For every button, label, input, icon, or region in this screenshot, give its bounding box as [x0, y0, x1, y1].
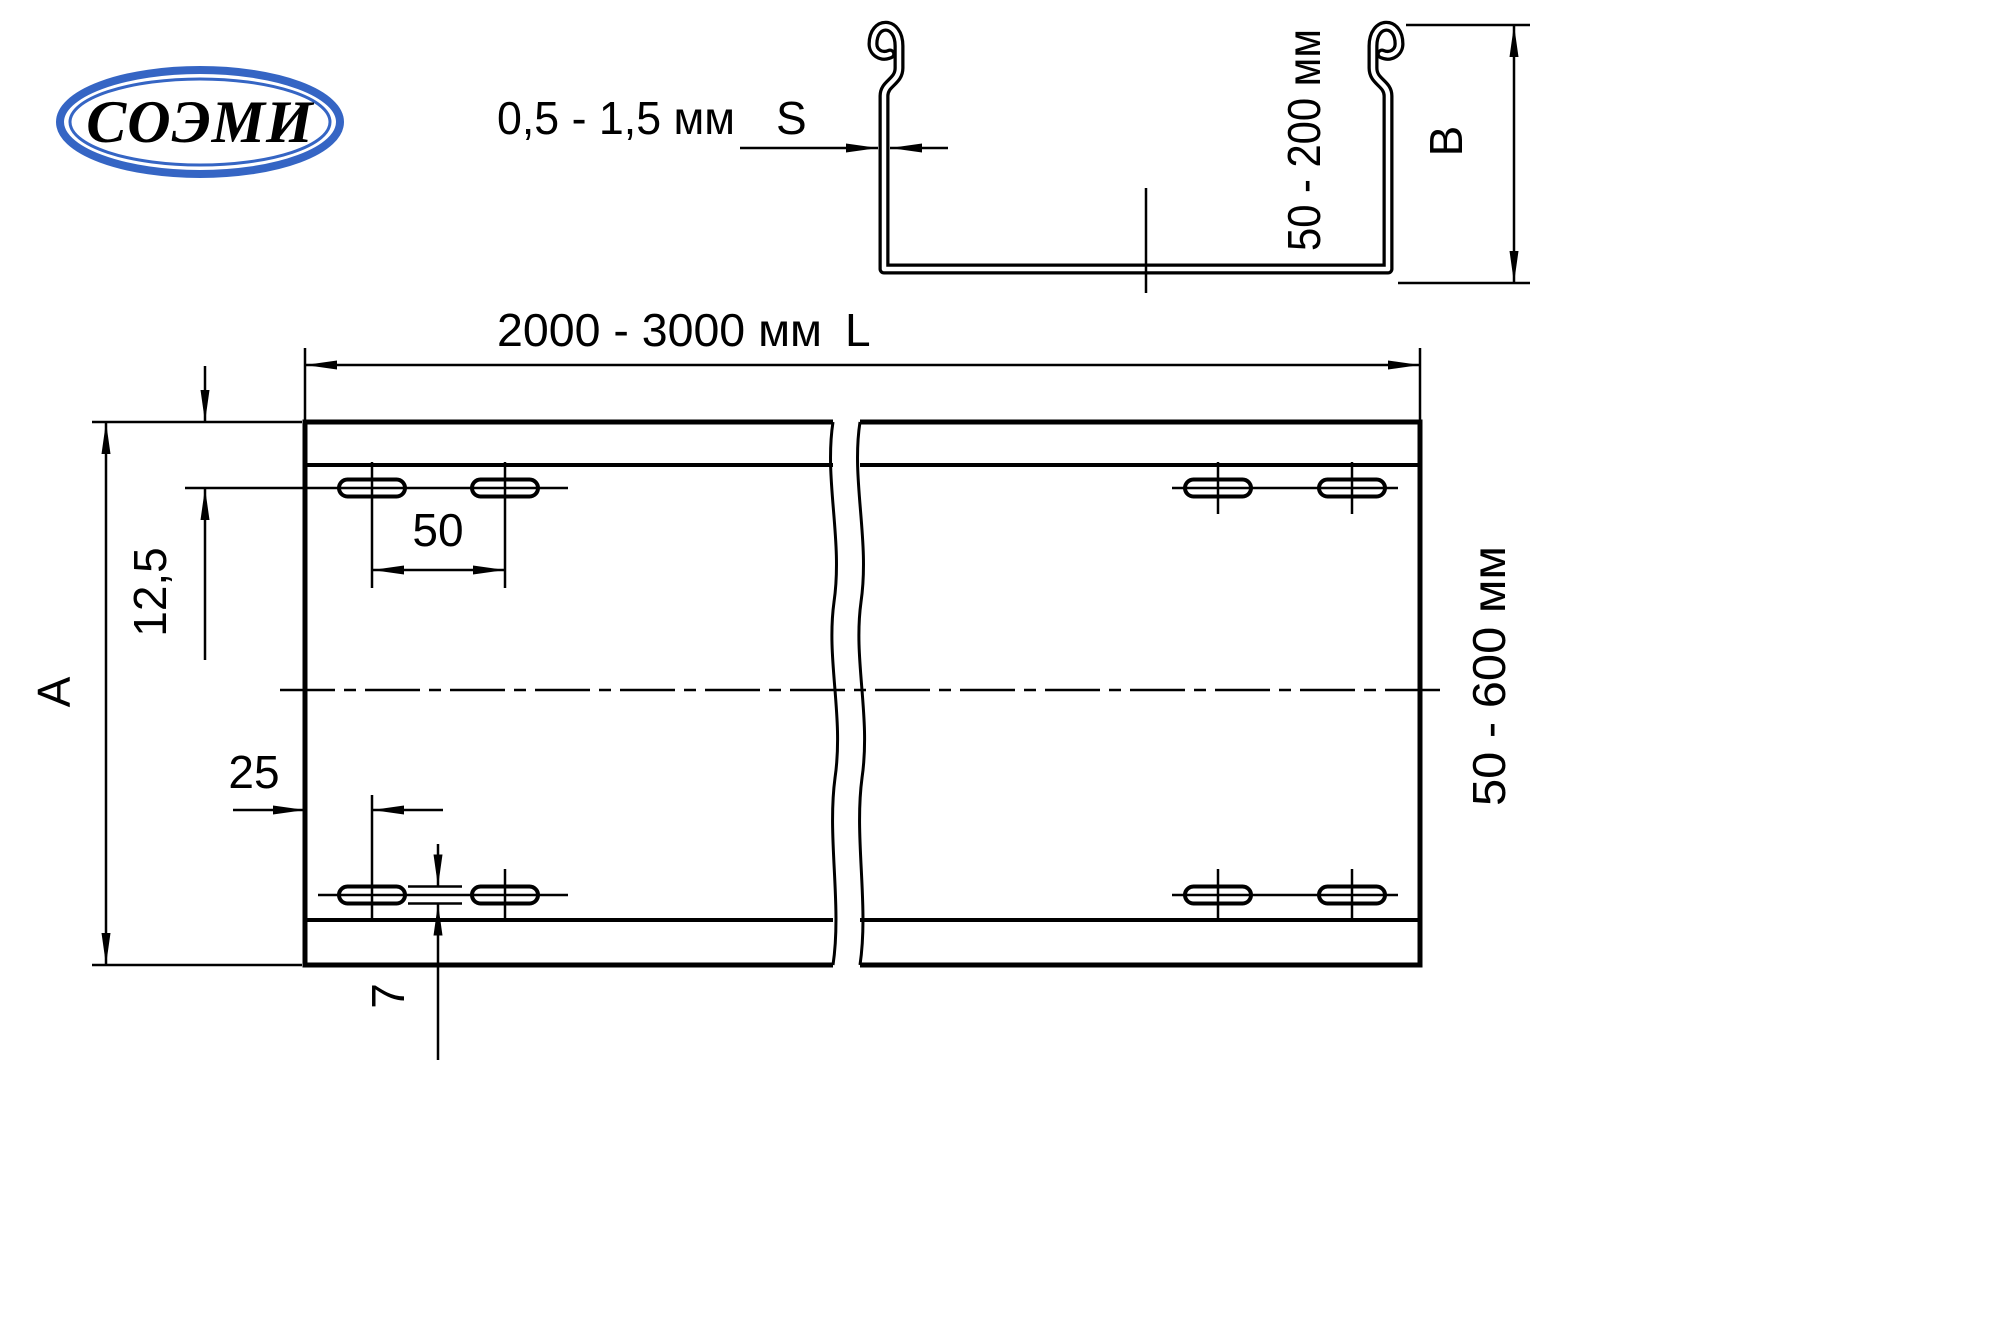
dimension-slot-spacing: 50	[372, 504, 505, 575]
perforation-slots	[185, 462, 1398, 921]
logo-ellipse-outer	[56, 66, 344, 178]
break-line-left	[829, 421, 840, 966]
plan-view: 2000 - 3000 мм L A 12,5 50 25	[28, 304, 1515, 1060]
slot-spacing-label: 50	[412, 504, 463, 556]
section-profile-core	[870, 24, 1402, 272]
height-symbol-label: B	[1420, 126, 1472, 157]
slot-width-label: 7	[362, 983, 414, 1009]
dimension-height-b: 50 - 200 мм B	[1278, 23, 1530, 285]
dimension-width-a: A	[28, 420, 302, 967]
dimension-edge-offset: 12,5	[124, 366, 210, 660]
length-range-label: 2000 - 3000 мм	[497, 304, 822, 356]
tray-outline-right	[860, 419, 1423, 968]
edge-offset-label: 12,5	[124, 547, 176, 637]
width-symbol-label: A	[28, 676, 80, 707]
logo-text: СОЭМИ	[86, 89, 315, 155]
logo-ellipse-inner	[68, 77, 332, 167]
height-range-label: 50 - 200 мм	[1278, 29, 1330, 251]
dimension-length-l: 2000 - 3000 мм L	[303, 304, 1422, 422]
width-range-label: 50 - 600 мм	[1463, 546, 1515, 806]
end-offset-label: 25	[228, 746, 279, 798]
dimension-slot-width: 7	[362, 844, 462, 1060]
soemi-logo: СОЭМИ	[56, 66, 344, 178]
dimension-end-offset: 25	[228, 746, 443, 815]
thickness-symbol-label: S	[776, 92, 807, 144]
dimension-thickness-s: 0,5 - 1,5 мм S	[497, 92, 948, 153]
break-line-right	[856, 421, 867, 966]
section-view: 0,5 - 1,5 мм S 50 - 200 мм B	[497, 20, 1530, 293]
thickness-range-label: 0,5 - 1,5 мм	[497, 92, 735, 144]
tray-outline-left	[302, 419, 833, 968]
length-symbol-label: L	[845, 304, 871, 356]
